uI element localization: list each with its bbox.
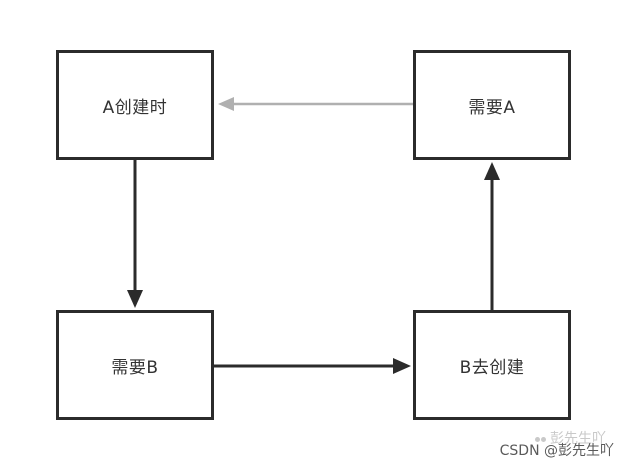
watermark-ghost: 彭先生吖 <box>535 428 606 448</box>
node-need-a: 需要A <box>413 50 571 160</box>
edge-b-create-to-need-a <box>484 162 500 310</box>
arrowhead-left-icon <box>218 97 234 111</box>
watermark-ghost-text: 彭先生吖 <box>550 431 606 447</box>
node-need-a-label: 需要A <box>468 97 516 118</box>
edge-need-a-to-a-create <box>218 97 413 111</box>
arrowhead-up-icon <box>484 162 500 180</box>
node-b-create-label: B去创建 <box>459 357 525 378</box>
node-b-create: B去创建 <box>413 310 571 420</box>
edge-need-b-to-b-create <box>214 358 411 374</box>
edge-a-create-to-need-b <box>127 160 143 308</box>
node-a-create: A创建时 <box>56 50 214 160</box>
arrowhead-down-icon <box>127 290 143 308</box>
watermark: CSDN @彭先生吖 <box>500 440 614 460</box>
node-need-b: 需要B <box>56 310 214 420</box>
wechat-icon <box>535 435 547 443</box>
arrowhead-right-icon <box>393 358 411 374</box>
node-a-create-label: A创建时 <box>102 97 168 118</box>
node-need-b-label: 需要B <box>111 357 159 378</box>
watermark-text: CSDN @彭先生吖 <box>499 443 614 459</box>
